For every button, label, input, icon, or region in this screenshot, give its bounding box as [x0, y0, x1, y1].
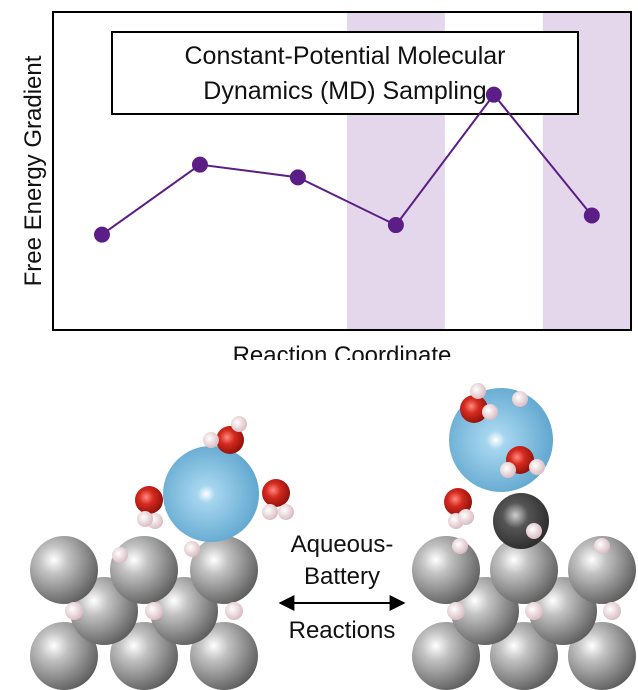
left-ion [163, 446, 259, 542]
right-metal-slab [412, 536, 636, 690]
left-water-oxygen-left [135, 486, 163, 514]
data-point-1 [93, 226, 110, 243]
free-energy-chart: Constant-Potential Molecular Dynamics (M… [20, 11, 632, 360]
label-line-battery: Battery [304, 563, 380, 590]
data-point-6 [583, 207, 600, 224]
series-line [101, 93, 593, 236]
left-water-oxygen-right [262, 479, 290, 507]
left-water-oxygen-top [216, 426, 244, 454]
right-water-oxygen-left [444, 488, 472, 516]
plot-frame [52, 11, 632, 331]
left-metal-slab [30, 536, 258, 690]
right-water-oxygen-top [460, 395, 488, 423]
label-line-aqueous: Aqueous- [291, 531, 394, 558]
data-point-5 [485, 86, 502, 103]
battery-reaction-diagram: Aqueous- Battery Reactions [30, 383, 636, 690]
data-point-2 [191, 156, 208, 173]
y-axis-label: Free Energy Gradient [20, 55, 47, 286]
x-axis-label: Reaction Coordinate [233, 342, 452, 360]
right-ion-complex [444, 383, 610, 554]
chart-title-line-1: Constant-Potential Molecular [185, 42, 506, 70]
title-box-frame [111, 31, 579, 115]
right-adsorbate [493, 493, 549, 549]
reaction-label: Aqueous- Battery Reactions [289, 531, 396, 644]
left-ion-complex [112, 416, 294, 563]
label-line-reactions: Reactions [289, 617, 396, 644]
free-energy-series [93, 86, 600, 243]
chart-title-line-2: Dynamics (MD) Sampling [203, 77, 486, 105]
data-point-4 [387, 217, 404, 234]
data-point-3 [289, 169, 306, 186]
chart-title-box: Constant-Potential Molecular Dynamics (M… [111, 31, 579, 115]
